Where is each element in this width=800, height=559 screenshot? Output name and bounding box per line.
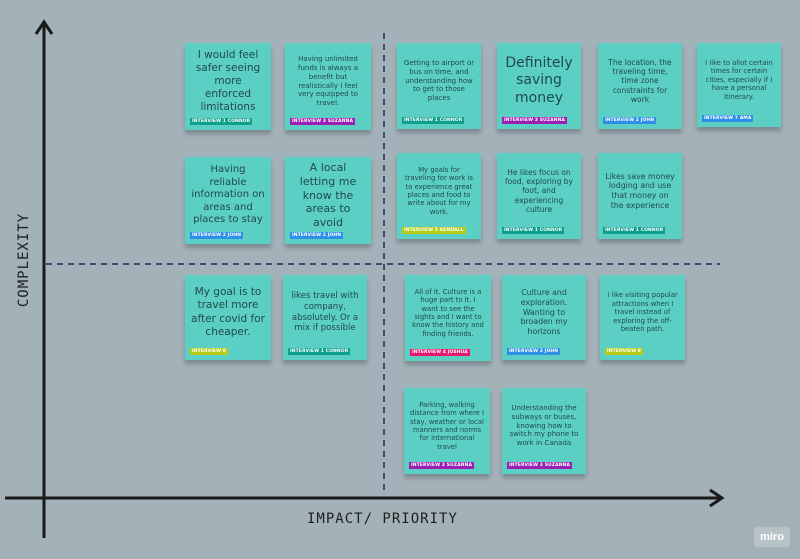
note-tag: INTERVIEW 9 xyxy=(190,348,229,355)
sticky-note[interactable]: I would feel safer seeing more enforced … xyxy=(185,43,271,130)
sticky-note[interactable]: A local letting me know the areas to avo… xyxy=(285,157,371,244)
note-text: Likes save money lodging and use that mo… xyxy=(605,171,675,210)
note-text: Having reliable information on areas and… xyxy=(191,164,265,226)
note-text: He likes focus on food, exploring by foo… xyxy=(505,167,573,215)
y-axis-arrowhead xyxy=(34,19,54,35)
note-tag: INTERVIEW 1 CONNOR xyxy=(190,118,253,125)
note-text: The location, the traveling time, time z… xyxy=(608,57,672,105)
sticky-note[interactable]: I like to allot certain times for certai… xyxy=(697,43,781,127)
note-tag: INTERVIEW 1 CONNOR xyxy=(402,117,465,124)
note-text: All of it. Culture is a huge part to it.… xyxy=(412,287,484,338)
y-axis-label: COMPLEXITY xyxy=(16,212,32,308)
note-tag: INTERVIEW 9 xyxy=(605,348,644,355)
note-text: My goals for traveling for work is to ex… xyxy=(405,165,473,216)
note-text: I like visiting popular attractions when… xyxy=(607,291,678,334)
sticky-note[interactable]: Parking, walking distance from where I s… xyxy=(404,388,490,474)
note-text: Parking, walking distance from where I s… xyxy=(410,400,484,451)
sticky-note[interactable]: Having unlimited funds is always a benef… xyxy=(285,43,371,130)
note-text: My goal is to travel more after covid fo… xyxy=(191,286,265,338)
sticky-note[interactable]: All of it. Culture is a huge part to it.… xyxy=(405,275,491,361)
note-tag: INTERVIEW 2 JOHN xyxy=(603,117,657,124)
sticky-note[interactable]: Culture and exploration. Wanting to broa… xyxy=(502,275,586,360)
note-text: A local letting me know the areas to avo… xyxy=(299,161,357,230)
note-text: Definitely saving money xyxy=(505,54,573,106)
sticky-note[interactable]: Definitely saving money INTERVIEW 3 SUZA… xyxy=(497,43,581,129)
note-text: I would feel safer seeing more enforced … xyxy=(195,48,261,114)
note-tag: INTERVIEW 1 CONNOR xyxy=(502,227,565,234)
note-text: Having unlimited funds is always a benef… xyxy=(297,55,359,107)
note-tag: INTERVIEW 3 SUZANNA xyxy=(290,118,356,125)
note-text: Culture and exploration. Wanting to broa… xyxy=(520,288,568,337)
sticky-note[interactable]: The location, the traveling time, time z… xyxy=(598,43,682,129)
sticky-note[interactable]: Understanding the subways or buses, know… xyxy=(502,388,586,474)
x-axis-arrowhead xyxy=(709,488,725,508)
note-tag: INTERVIEW 3 SUZANNA xyxy=(507,462,573,469)
note-tag: INTERVIEW 7 AMA xyxy=(702,115,754,122)
sticky-note[interactable]: Getting to airport or bus on time, and u… xyxy=(397,43,481,129)
note-tag: INTERVIEW 3 SUZANNA xyxy=(502,117,568,124)
note-tag: INTERVIEW 5 KENDALL xyxy=(402,227,466,234)
note-text: Getting to airport or bus on time, and u… xyxy=(403,59,475,103)
x-axis-label: IMPACT/ PRIORITY xyxy=(307,511,458,527)
note-text: I like to allot certain times for certai… xyxy=(705,58,773,101)
miro-logo[interactable]: miro xyxy=(754,527,790,547)
note-tag: INTERVIEW 1 CONNOR xyxy=(603,227,666,234)
sticky-note[interactable]: He likes focus on food, exploring by foo… xyxy=(497,153,581,239)
note-tag: INTERVIEW 2 JOHN xyxy=(507,348,561,355)
note-text: likes travel with company, absolutely. O… xyxy=(291,291,359,334)
note-tag: INTERVIEW 1 CONNOR xyxy=(288,348,351,355)
note-tag: INTERVIEW 4 JOSHUA xyxy=(410,349,470,356)
note-tag: INTERVIEW 2 JOHN xyxy=(190,232,244,239)
sticky-note[interactable]: Having reliable information on areas and… xyxy=(185,157,271,244)
sticky-note[interactable]: I like visiting popular attractions when… xyxy=(600,275,685,360)
sticky-note[interactable]: Likes save money lodging and use that mo… xyxy=(598,153,682,239)
sticky-note[interactable]: My goal is to travel more after covid fo… xyxy=(185,275,271,360)
note-tag: INTERVIEW 2 JOHN xyxy=(290,232,344,239)
sticky-note[interactable]: My goals for traveling for work is to ex… xyxy=(397,153,481,239)
sticky-note[interactable]: likes travel with company, absolutely. O… xyxy=(283,275,367,360)
note-tag: INTERVIEW 3 SUZANNA xyxy=(409,462,475,469)
note-text: Understanding the subways or buses, know… xyxy=(509,404,579,448)
